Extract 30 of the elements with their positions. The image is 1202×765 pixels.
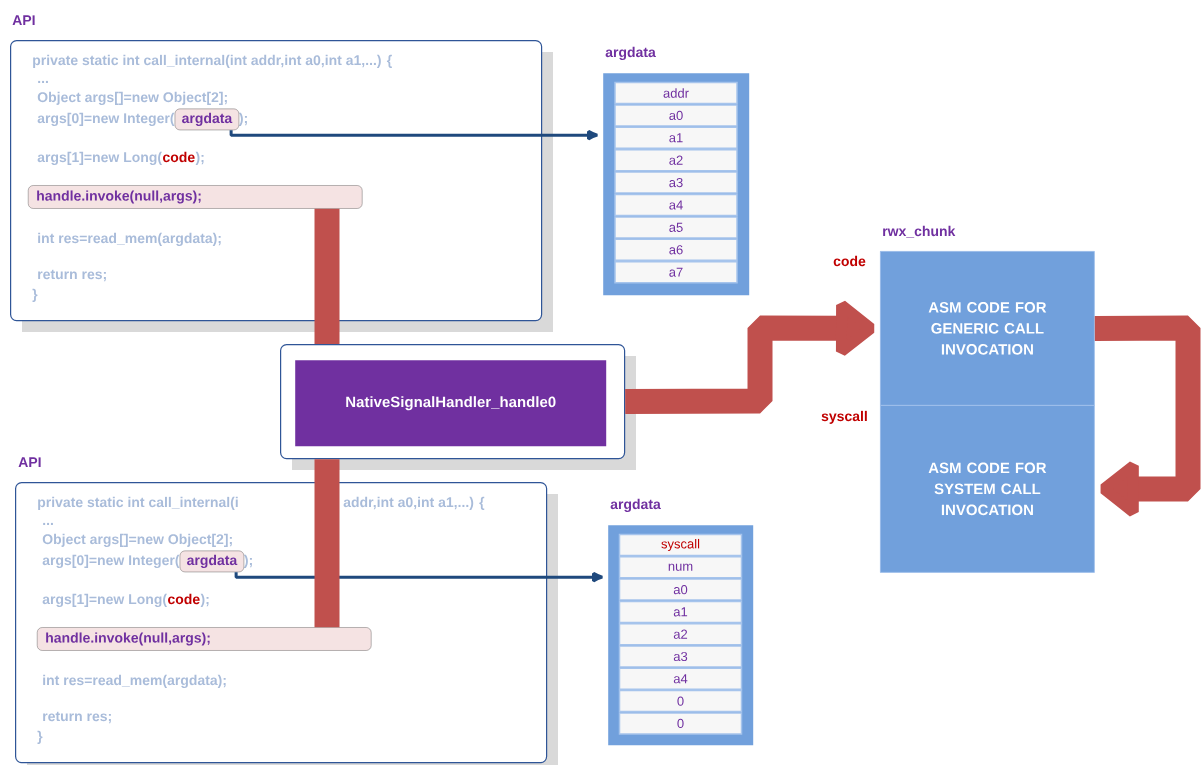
panel-heading: API [18, 457, 41, 467]
node-label: rwx_chunk [883, 225, 956, 238]
array-cell: a4 [614, 193, 738, 217]
array-title: argdata [605, 46, 656, 60]
panel-heading: API [12, 15, 35, 25]
arrow [625, 299, 877, 415]
array-cell: syscall [618, 533, 743, 557]
array-cell: 0 [618, 712, 743, 735]
array-cell: a3 [618, 645, 743, 668]
array-cell: a4 [618, 667, 743, 691]
array-cell: a2 [618, 622, 743, 646]
code-region: ASM CODE FOR SYSTEM CALL INVOCATION [880, 405, 1095, 573]
array-cell: num [618, 556, 743, 579]
array-cell: a6 [614, 238, 738, 262]
array-cell: a1 [618, 600, 743, 624]
array-cell: a7 [614, 260, 738, 284]
handler-function: NativeSignalHandler_handle0 [295, 360, 607, 447]
array-cell: a1 [614, 126, 738, 150]
array-title: argdata [610, 498, 661, 512]
array-cell: addr [614, 81, 738, 105]
code-region: ASM CODE FOR GENERIC CALL INVOCATION [880, 251, 1095, 406]
region-label: code [833, 255, 866, 267]
array-cell: a3 [614, 171, 738, 194]
array-cell: a0 [614, 104, 738, 127]
arrow [1094, 315, 1201, 518]
array-cell: a0 [618, 578, 743, 601]
array-cell: a5 [614, 216, 738, 239]
array-cell: 0 [618, 689, 743, 713]
region-label: syscall [821, 410, 867, 424]
array-cell: a2 [614, 148, 738, 172]
